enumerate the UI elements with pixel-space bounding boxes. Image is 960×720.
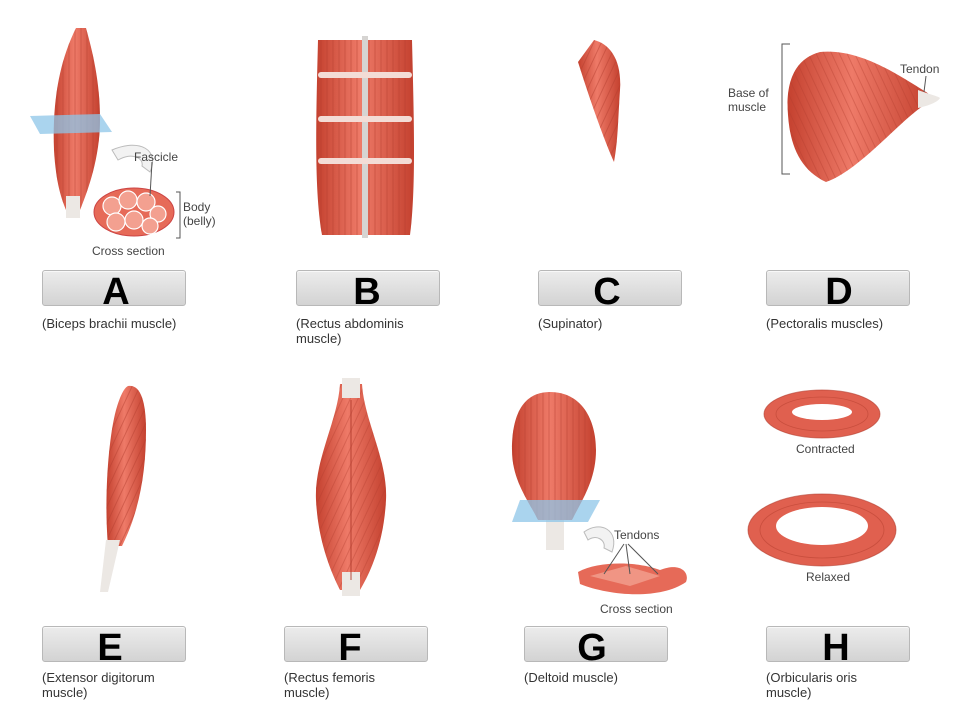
orbicularis-oris-figure [747, 389, 897, 567]
answer-box-f[interactable] [284, 626, 428, 662]
caption-h: (Orbicularis oris muscle) [766, 670, 857, 700]
contracted-annotation: Contracted [796, 442, 855, 456]
deltoid-figure [512, 392, 687, 595]
answer-box-b[interactable] [296, 270, 440, 306]
base-of-annotation: Base of [728, 86, 769, 100]
cross-section-annotation-g: Cross section [600, 602, 673, 616]
answer-box-a[interactable] [42, 270, 186, 306]
caption-e: (Extensor digitorum muscle) [42, 670, 155, 700]
muscle-annotation: muscle [728, 100, 767, 114]
cross-section-annotation-a: Cross section [92, 244, 165, 258]
belly-annotation: (belly) [183, 214, 216, 228]
caption-e-line2: muscle) [42, 685, 88, 700]
caption-g: (Deltoid muscle) [524, 670, 618, 685]
rectus-femoris-figure [315, 378, 387, 596]
letter-f: F [338, 627, 362, 669]
caption-b: (Rectus abdominis muscle) [296, 316, 404, 346]
letter-h: H [822, 627, 850, 669]
pectoralis-figure [781, 43, 940, 183]
extensor-digitorum-figure [100, 385, 146, 592]
letter-c: C [593, 271, 621, 313]
tendon-annotation: Tendon [900, 62, 940, 76]
answer-box-e[interactable] [42, 626, 186, 662]
answer-box-g[interactable] [524, 626, 668, 662]
caption-f-line2: muscle) [284, 685, 330, 700]
caption-h-line1: (Orbicularis oris [766, 670, 858, 685]
caption-b-line2: muscle) [296, 331, 342, 346]
caption-h-line2: muscle) [766, 685, 812, 700]
caption-c-line1: (Supinator) [538, 316, 603, 331]
relaxed-annotation: Relaxed [806, 570, 851, 584]
letter-g: G [577, 627, 607, 669]
body-annotation: Body [183, 200, 211, 214]
caption-a-line1: (Biceps brachii muscle) [42, 316, 177, 331]
caption-b-line1: (Rectus abdominis [296, 316, 404, 331]
caption-d: (Pectoralis muscles) [766, 316, 883, 331]
caption-g-line1: (Deltoid muscle) [524, 670, 618, 685]
letter-b: B [353, 271, 381, 313]
caption-f-line1: (Rectus femoris [284, 670, 376, 685]
supinator-figure [578, 40, 621, 162]
caption-e-line1: (Extensor digitorum [42, 670, 155, 685]
caption-c: (Supinator) [538, 316, 602, 331]
rectus-abdominis-figure [316, 36, 414, 238]
answer-box-h[interactable] [766, 626, 910, 662]
tendons-annotation: Tendons [614, 528, 660, 542]
letter-a: A [102, 271, 130, 313]
letter-d: D [825, 271, 853, 313]
answer-box-d[interactable] [766, 270, 910, 306]
letter-e: E [97, 627, 123, 669]
answer-box-c[interactable] [538, 270, 682, 306]
caption-a: (Biceps brachii muscle) [42, 316, 176, 331]
biceps-brachii-figure [30, 28, 181, 239]
caption-d-line1: (Pectoralis muscles) [766, 316, 884, 331]
fascicle-annotation: Fascicle [134, 150, 179, 164]
caption-f: (Rectus femoris muscle) [284, 670, 375, 700]
